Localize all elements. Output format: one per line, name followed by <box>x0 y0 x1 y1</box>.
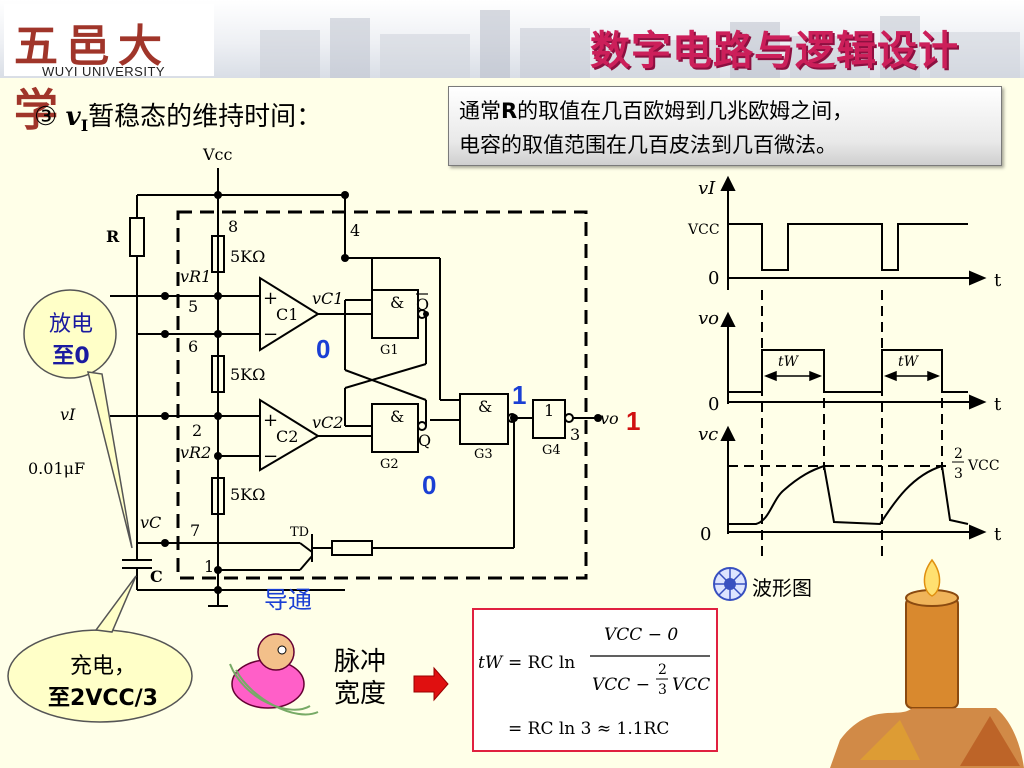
heading-number: ③ <box>34 102 58 132</box>
pin6-label: 6 <box>188 337 198 356</box>
red-arrow-icon <box>413 666 449 702</box>
wave-zero-1: 0 <box>708 268 719 289</box>
res1-label: 5KΩ <box>230 247 265 266</box>
g4-label: G4 <box>542 443 561 458</box>
thinking-person-icon <box>229 633 319 716</box>
charge-text: 充电， 至2VCC/3 <box>48 654 158 711</box>
heading-sub: I <box>80 116 89 136</box>
wave-vc-label: vc <box>698 424 718 445</box>
pin7-label: 7 <box>190 521 200 540</box>
g2-and-symbol: & <box>390 407 404 426</box>
logo-chinese: 五邑大学 <box>14 21 170 136</box>
conduct-label: 导通 <box>264 586 312 614</box>
vo-output-label: vo <box>600 409 619 428</box>
university-logo: 五邑大学 WUYI UNIVERSITY <box>4 4 214 136</box>
section-heading: ③ vI暂稳态的维持时间： <box>34 96 322 135</box>
note-line-1: 通常R的取值在几百欧姆到几兆欧姆之间， <box>459 95 853 125</box>
formula-lhs: tW <box>478 653 504 673</box>
header-banner: 五邑大学 WUYI UNIVERSITY 数字电路与逻辑设计 <box>0 0 1024 136</box>
c-label: C <box>150 567 163 586</box>
q-label: Q <box>418 431 431 450</box>
g2-label: G2 <box>380 457 399 472</box>
state-g3-1: 1 <box>512 380 526 410</box>
candle-decoration <box>830 558 1024 768</box>
formula-den-frac-n: 2 <box>658 662 667 678</box>
waveform-icon <box>713 567 747 601</box>
formula-num: VCC − 0 <box>604 625 678 645</box>
wave-tw-1: tW <box>778 354 800 370</box>
discharge-text: 放电 至0 <box>48 312 93 369</box>
note-box: 通常R的取值在几百欧姆到几兆欧姆之间， 电容的取值范围在几百皮法到几百微法。 <box>448 86 1002 166</box>
wave-frac-vcc: VCC <box>967 458 1000 474</box>
wave-zero-2: 0 <box>708 394 719 415</box>
r-label: R <box>106 227 120 246</box>
c1-label: C1 <box>276 305 298 324</box>
state-output-1: 1 <box>626 406 640 436</box>
vi-input-label: vI <box>60 405 76 424</box>
note-line-2: 电容的取值范围在几百皮法到几百微法。 <box>459 133 837 157</box>
cap-value-label: 0.01μF <box>28 459 85 478</box>
c2-plus: + <box>263 410 278 431</box>
note-text: 的取值在几百欧姆到几兆欧姆之间， <box>517 99 854 123</box>
qbar-label: Q <box>416 295 429 314</box>
vc1-label: vC1 <box>312 289 343 308</box>
td-label: TD <box>290 525 309 540</box>
wave-vo-label: vo <box>698 308 719 329</box>
formula-eq: = RC ln <box>508 653 575 673</box>
formula-box: tW = RC ln VCC − 0 VCC − 2 3 VCC = RC ln… <box>472 608 718 752</box>
c2-minus: − <box>263 446 278 467</box>
res2-label: 5KΩ <box>230 365 265 384</box>
course-title: 数字电路与逻辑设计 <box>590 28 959 74</box>
state-g1-0: 0 <box>316 334 330 364</box>
vcc-label: Vcc <box>202 145 233 164</box>
pin5-label: 5 <box>188 297 198 316</box>
wave-vcc-label: VCC <box>687 222 720 238</box>
c1-minus: − <box>263 324 278 345</box>
formula-line2: = RC ln 3 ≈ 1.1RC <box>508 719 669 739</box>
vr2-label: vR2 <box>180 443 211 462</box>
wave-t-3: t <box>994 524 1002 545</box>
pin2-label: 2 <box>192 421 202 440</box>
state-g2-0: 0 <box>422 470 436 500</box>
pin3-label: 3 <box>570 425 580 444</box>
formula-den-a: VCC − <box>592 675 650 695</box>
g4-not-symbol: 1 <box>544 401 554 420</box>
formula-den-b: VCC <box>672 675 710 695</box>
pin1-label: 1 <box>204 557 214 576</box>
c2-label: C2 <box>276 427 298 446</box>
wave-tw-2: tW <box>898 354 920 370</box>
heading-text: 暂稳态的维持时间： <box>88 102 323 132</box>
campus-skyline-image <box>260 10 1020 78</box>
res3-label: 5KΩ <box>230 485 265 504</box>
wave-t-1: t <box>994 270 1002 291</box>
vc2-label: vC2 <box>312 413 343 432</box>
pulse-width-label: 脉冲 宽度 <box>334 647 387 709</box>
wave-vi-label: vI <box>698 178 716 199</box>
g1-and-symbol: & <box>390 293 404 312</box>
pin8-label: 8 <box>228 217 238 236</box>
logo-english: WUYI UNIVERSITY <box>42 64 166 79</box>
vr1-label: vR1 <box>180 267 211 286</box>
c1-plus: + <box>263 288 278 309</box>
g1-label: G1 <box>380 343 399 358</box>
formula-den-frac-d: 3 <box>658 682 667 698</box>
discharge-bubble <box>23 289 117 379</box>
wave-frac-num: 2 <box>954 446 963 462</box>
heading-var: v <box>65 102 81 132</box>
waveform-label: 波形图 <box>752 576 812 600</box>
g3-and-symbol: & <box>478 397 492 416</box>
wave-frac-den: 3 <box>954 466 963 482</box>
vc-node-label: vC <box>140 513 161 532</box>
pin4-label: 4 <box>350 221 360 240</box>
wave-t-2: t <box>994 394 1002 415</box>
g3-label: G3 <box>474 447 493 462</box>
note-text: 通常 <box>459 99 501 123</box>
wave-zero-3: 0 <box>700 524 711 545</box>
note-r: R <box>501 99 518 123</box>
